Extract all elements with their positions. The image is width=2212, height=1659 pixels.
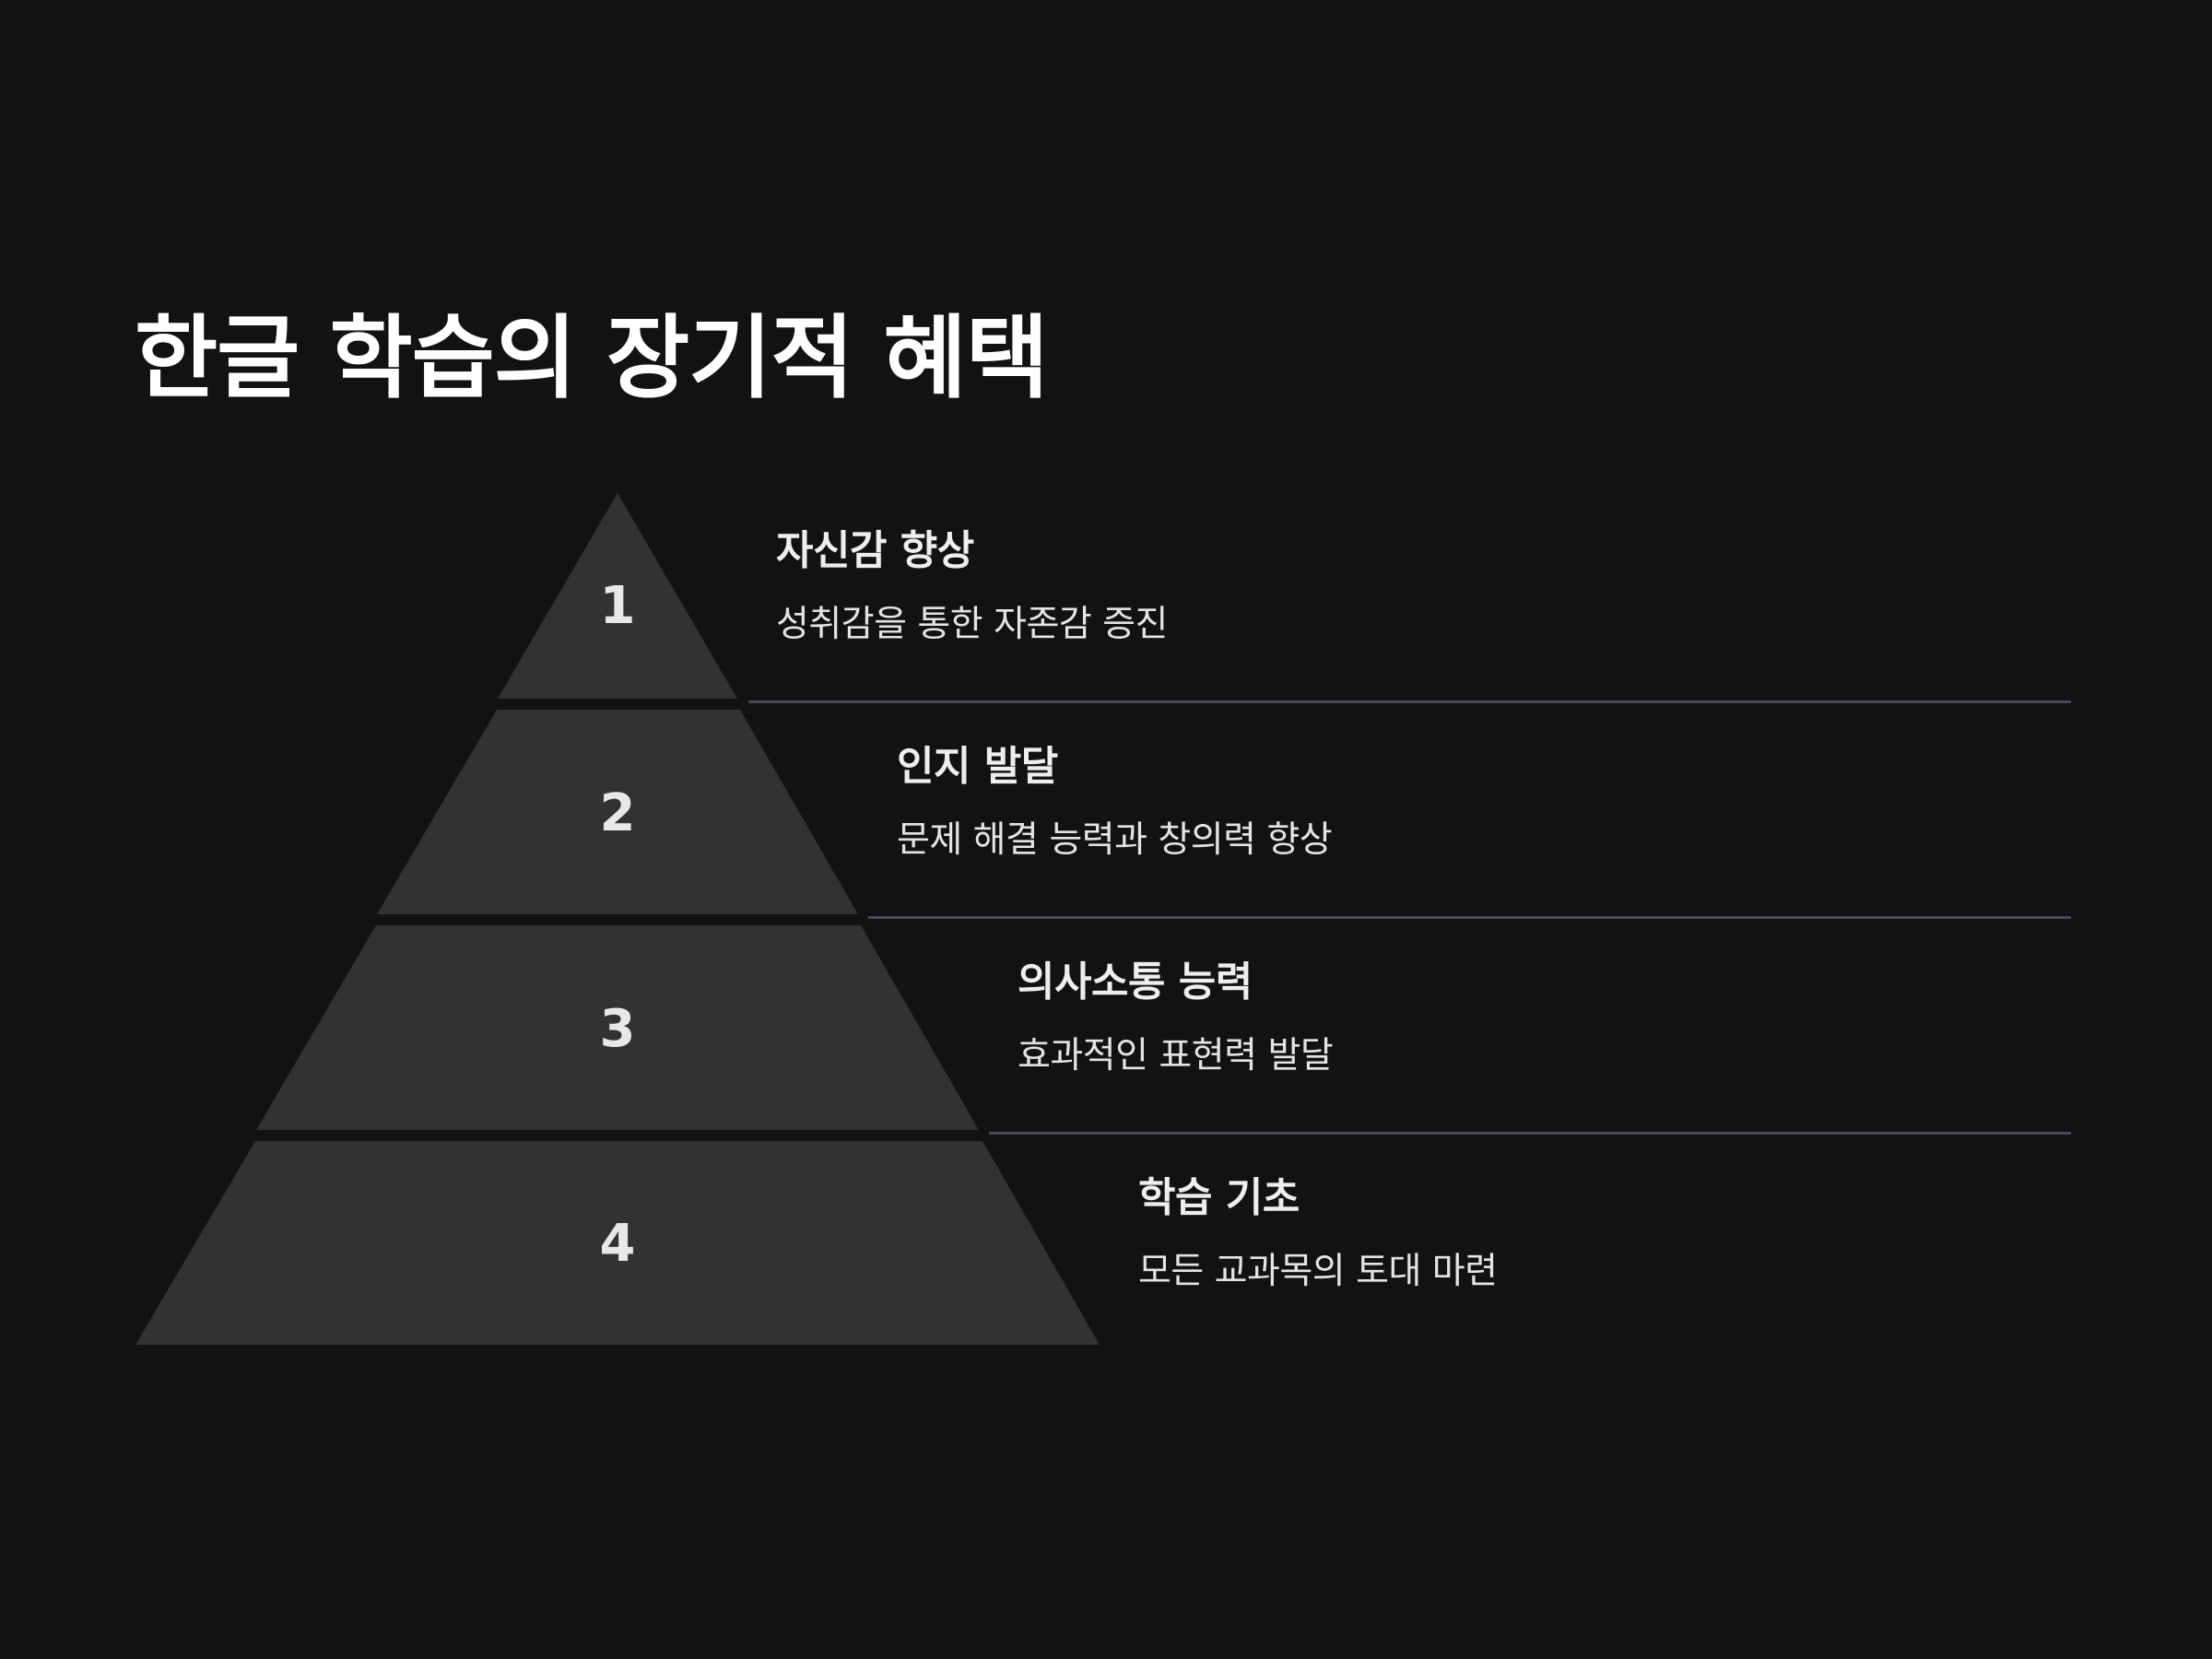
level-4-description: 모든 교과목의 토대 마련 [1138,1250,1498,1292]
page-title: 한글 학습의 장기적 혜택 [135,306,1049,411]
level-3-text: 의사소통 능력 효과적인 표현력 발달 [1018,959,1334,1078]
level-1-divider [748,700,2071,703]
level-1-title: 자신감 향상 [776,527,974,574]
level-4-title: 학습 기초 [1138,1174,1300,1221]
level-2-text: 인지 발달 문제 해결 능력과 창의력 향상 [897,743,1333,863]
level-number-1: 1 [600,576,636,636]
level-1-text: 자신감 향상 성취감을 통한 자존감 증진 [776,527,1168,647]
level-3-description: 효과적인 표현력 발달 [1018,1034,1334,1077]
level-3-divider [989,1132,2071,1135]
level-4-text: 학습 기초 모든 교과목의 토대 마련 [1138,1174,1498,1294]
level-2-description: 문제 해결 능력과 창의력 향상 [897,818,1333,861]
level-1-description: 성취감을 통한 자존감 증진 [776,603,1168,645]
level-2-title: 인지 발달 [897,743,1058,790]
level-3-title: 의사소통 능력 [1018,959,1253,1006]
pyramid-level-4 [135,1141,1100,1345]
level-number-2: 2 [600,783,636,843]
level-number-3: 3 [600,999,636,1059]
pyramid-level-2 [377,710,858,914]
level-number-4: 4 [600,1214,636,1274]
level-2-divider [868,916,2071,919]
pyramid-level-3 [256,925,979,1130]
pyramid-level-1 [498,493,737,699]
